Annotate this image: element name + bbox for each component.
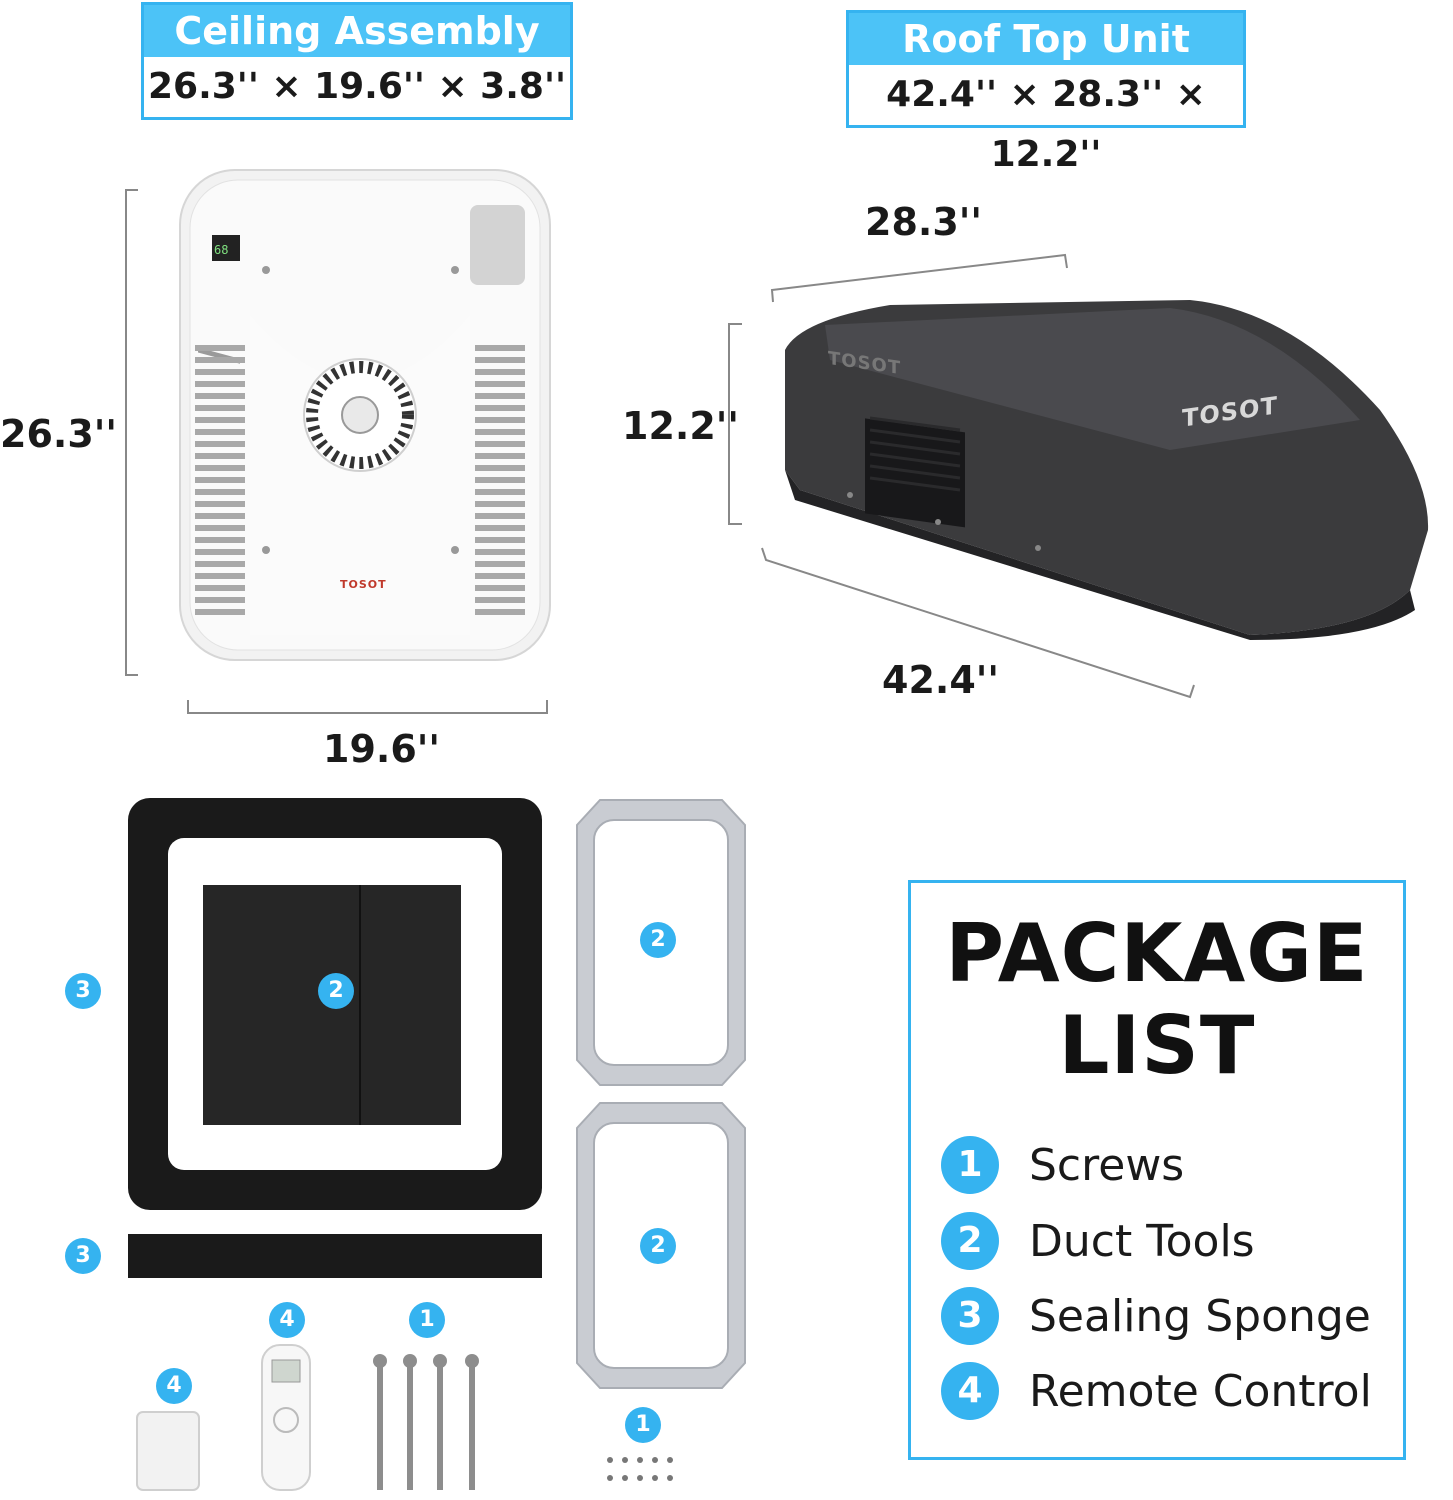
- package-list-title-line1: PACKAGE: [945, 907, 1369, 1000]
- badge-gasket: 3: [65, 973, 101, 1009]
- ceiling-height-label: 26.3'': [0, 412, 118, 456]
- right-grille: [475, 345, 525, 615]
- roof-top-unit-title: Roof Top Unit: [849, 13, 1243, 65]
- roof-length-label: 42.4'': [882, 658, 1000, 702]
- package-item-label: Screws: [1029, 1139, 1185, 1191]
- ceiling-assembly-spec: Ceiling Assembly 26.3'' × 19.6'' × 3.8'': [141, 2, 573, 120]
- package-item: 3 Sealing Sponge: [941, 1286, 1371, 1346]
- badge-strip: 3: [65, 1238, 101, 1274]
- ceiling-assembly-title: Ceiling Assembly: [144, 5, 570, 57]
- roof-top-unit-dimensions: 42.4'' × 28.3'' × 12.2'': [886, 74, 1206, 175]
- badge-remote: 4: [269, 1302, 305, 1338]
- roof-height-label: 12.2'': [622, 404, 740, 448]
- roof-top-unit: [785, 300, 1429, 640]
- badge-foam-panel: 2: [318, 973, 354, 1009]
- badge-bracket-top: 2: [640, 922, 676, 958]
- package-item-label: Remote Control: [1029, 1365, 1372, 1417]
- package-item-label: Sealing Sponge: [1029, 1290, 1371, 1342]
- package-item-number: 1: [941, 1136, 999, 1194]
- ceiling-assembly-unit: [179, 169, 551, 661]
- roof-width-label: 28.3'': [865, 200, 983, 244]
- package-item: 1 Screws: [941, 1135, 1184, 1195]
- package-item-number: 2: [941, 1212, 999, 1270]
- ceiling-display: 68: [214, 243, 229, 257]
- parts-illustrations: [128, 798, 746, 1491]
- badge-holder: 4: [156, 1368, 192, 1404]
- badge-bracket-bottom: 2: [640, 1228, 676, 1264]
- badge-small-screws: 1: [625, 1407, 661, 1443]
- package-item-number: 4: [941, 1362, 999, 1420]
- ceiling-width-label: 19.6'': [323, 727, 441, 771]
- package-item: 4 Remote Control: [941, 1361, 1372, 1421]
- roof-top-unit-spec: Roof Top Unit 42.4'' × 28.3'' × 12.2'': [846, 10, 1246, 175]
- ceiling-assembly-dimensions: 26.3'' × 19.6'' × 3.8'': [147, 66, 566, 107]
- package-list-title-line2: LIST: [1058, 999, 1256, 1092]
- package-item: 2 Duct Tools: [941, 1211, 1255, 1271]
- package-item-number: 3: [941, 1287, 999, 1345]
- ceiling-brand-logo: TOSOT: [340, 578, 387, 591]
- package-list: PACKAGE LIST 1 Screws 2 Duct Tools 3 Sea…: [908, 880, 1406, 1460]
- badge-bolts: 1: [409, 1302, 445, 1338]
- left-grille: [195, 345, 245, 615]
- package-item-label: Duct Tools: [1029, 1215, 1255, 1267]
